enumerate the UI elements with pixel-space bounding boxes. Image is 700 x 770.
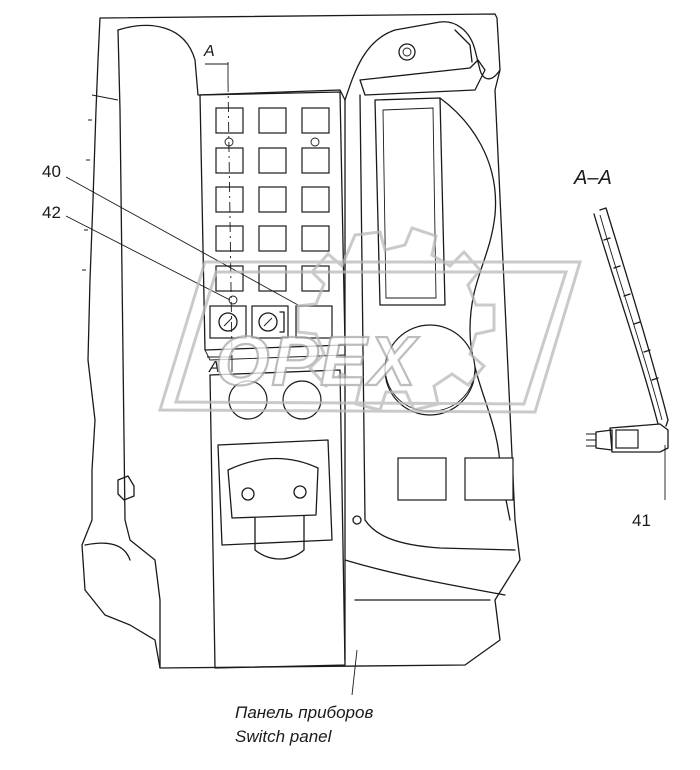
switch-r1-c2 [258, 107, 287, 134]
switch-r1-c1 [215, 107, 244, 134]
panel-housing [81, 13, 521, 669]
switch-grid [209, 107, 333, 339]
section-view-title: A–A [573, 167, 612, 189]
opex-watermark: OPEX [157, 226, 583, 414]
right-section [344, 94, 516, 661]
callout-41: 41 [632, 511, 651, 530]
leader-42 [65, 215, 231, 301]
section-marker-bottom: A [208, 359, 220, 376]
indicator-lamp [228, 295, 238, 305]
dial-switch-2 [251, 305, 289, 339]
switch-r5-c2 [258, 265, 287, 292]
leader-40 [65, 176, 299, 306]
switch-r4-c3 [301, 225, 330, 252]
section-view: A–A [573, 167, 669, 453]
indicator-lamp [310, 137, 320, 147]
callout-40: 40 [42, 162, 61, 181]
lower-button-left [397, 457, 447, 501]
section-marker: A A [203, 43, 233, 376]
section-marker-top: A [203, 43, 215, 60]
switch-r4-c1 [215, 225, 244, 252]
lower-button-right [464, 457, 514, 501]
switch-r2-c2 [258, 147, 287, 174]
caption-leader [351, 649, 358, 696]
switch-r3-c3 [301, 186, 330, 213]
switch-r5-c1 [215, 265, 244, 292]
top-bracket [344, 21, 501, 101]
switch-r2-c3 [301, 147, 330, 174]
switch-r4-c2 [258, 225, 287, 252]
watermark-text: OPEX [215, 322, 420, 400]
caption-english: Switch panel [235, 727, 333, 746]
callout-42: 42 [42, 203, 61, 222]
caption-russian: Панель приборов [235, 703, 373, 722]
switch-r1-c3 [301, 107, 330, 134]
callout-leaders [65, 176, 666, 500]
switch-r3-c2 [258, 186, 287, 213]
lower-plate [209, 369, 346, 669]
